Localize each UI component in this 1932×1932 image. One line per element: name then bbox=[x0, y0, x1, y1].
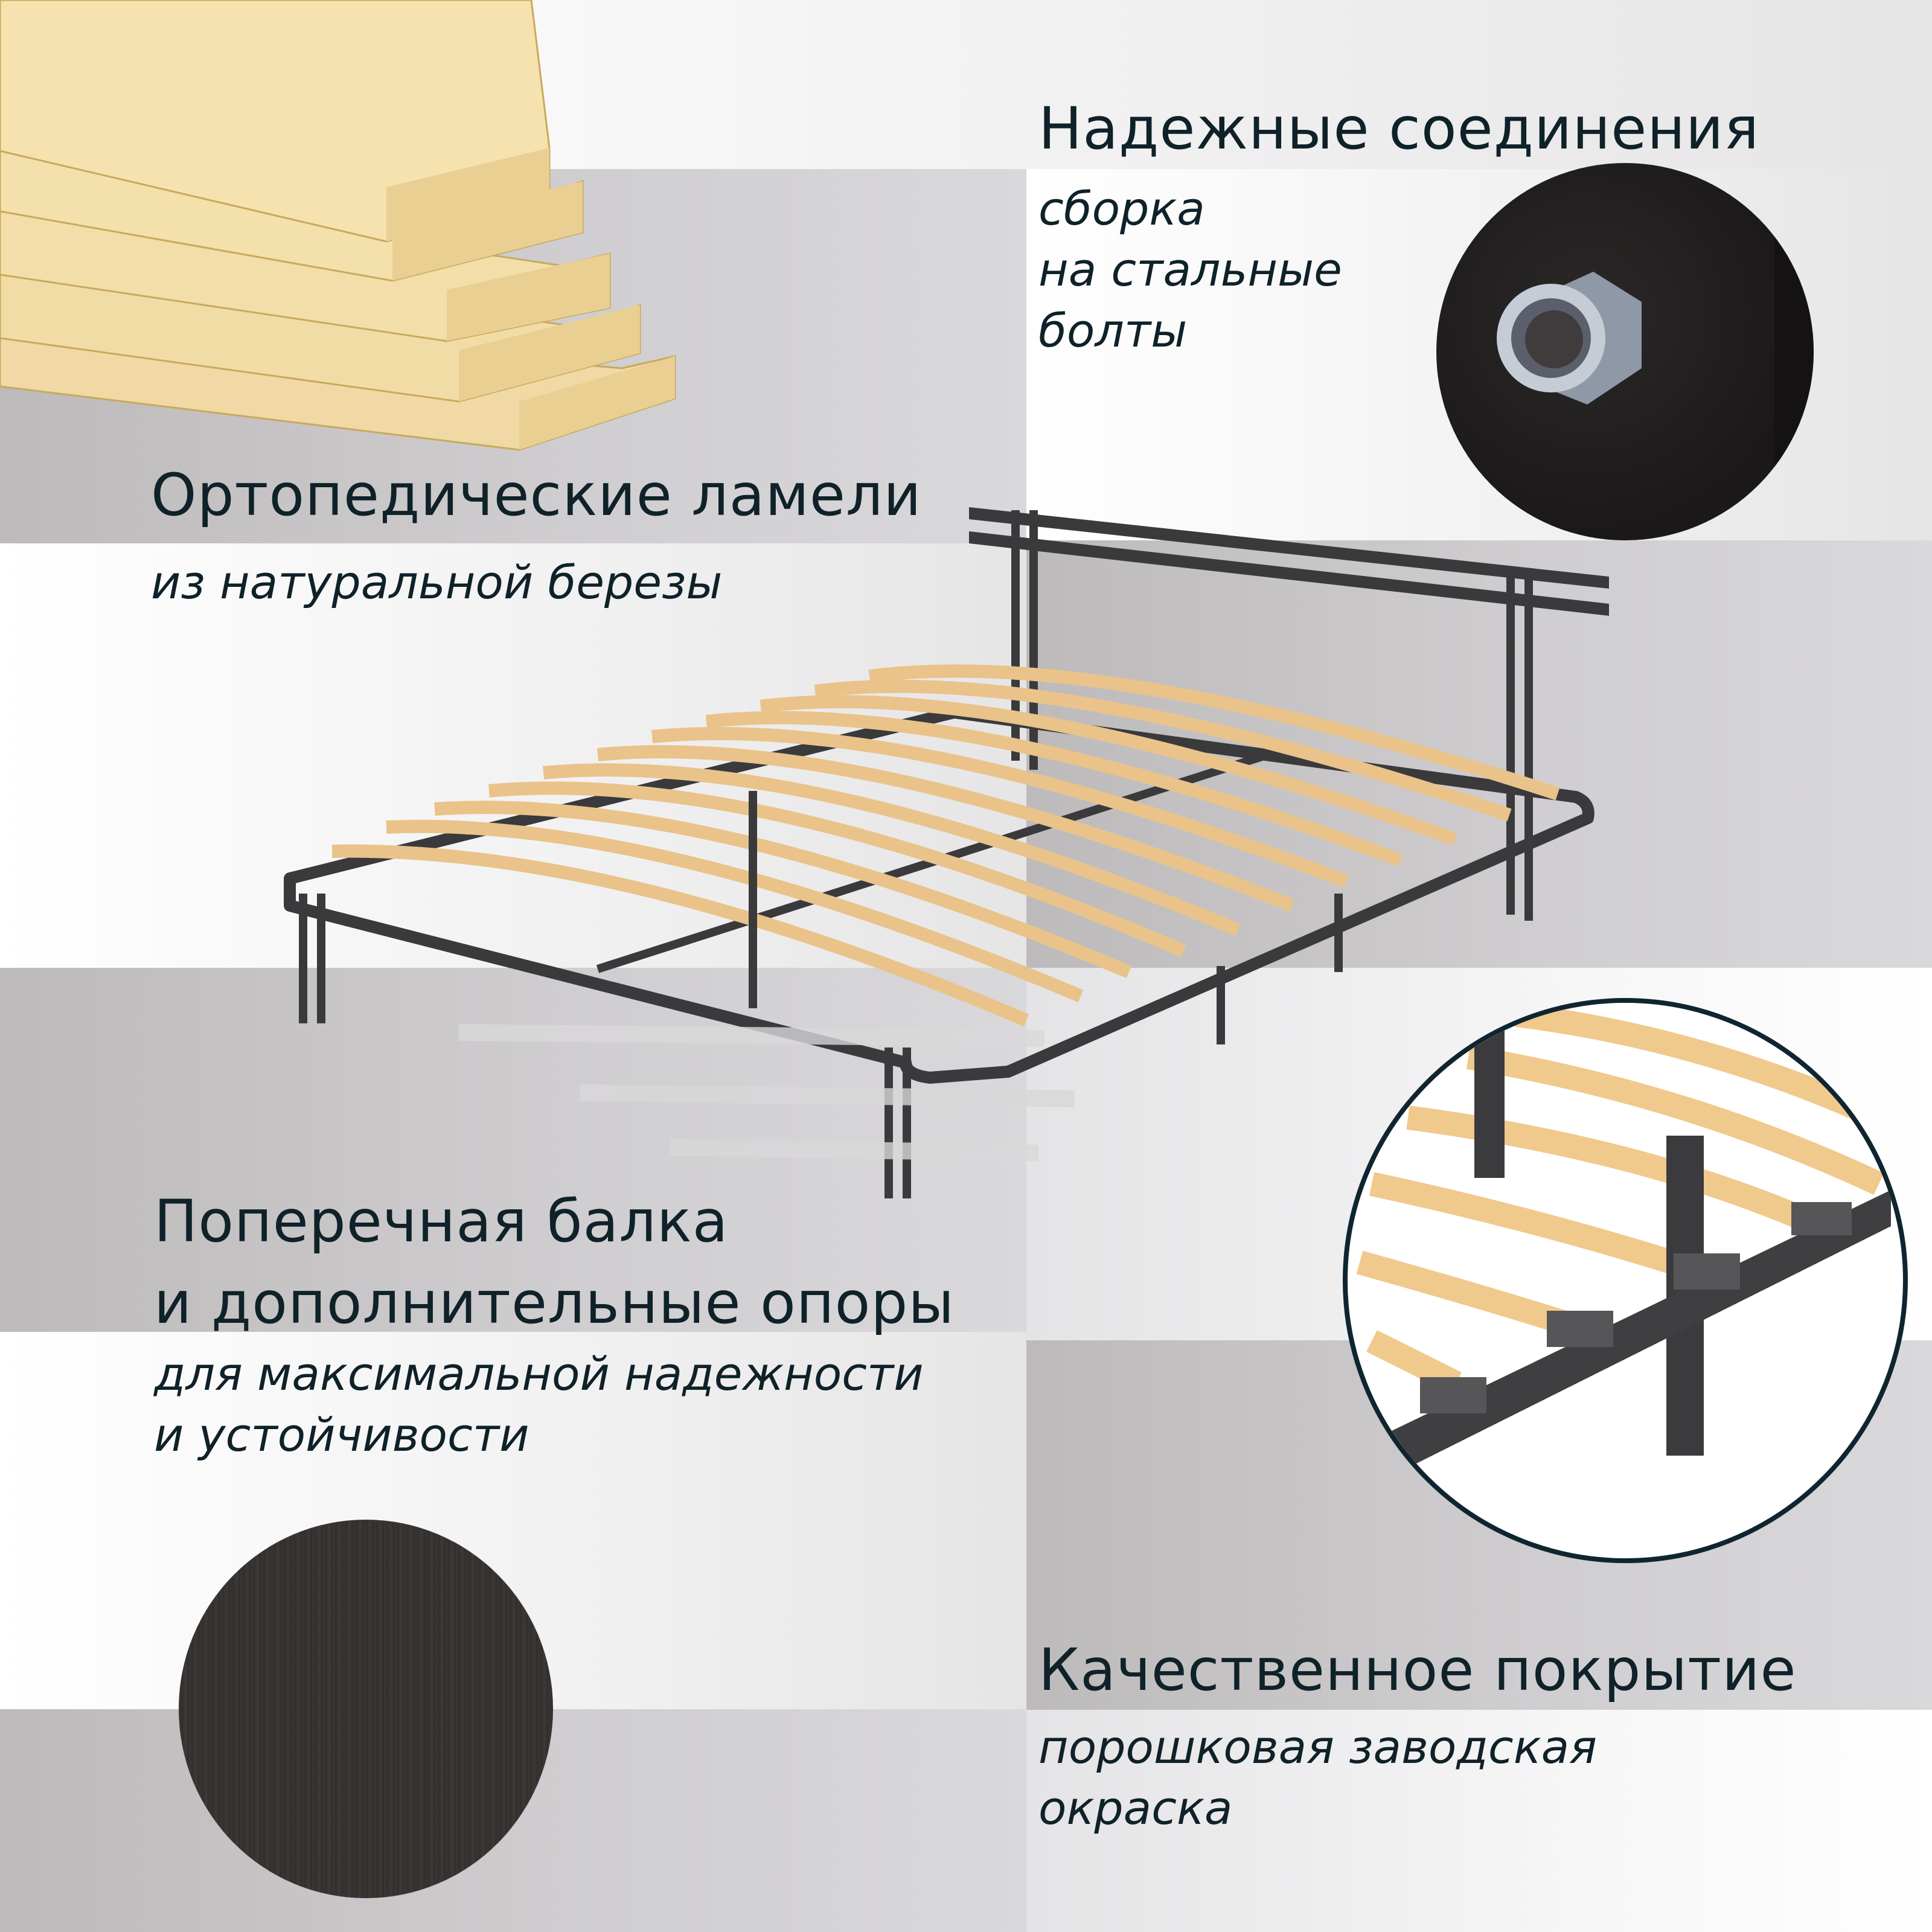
feature-desc-crossbeam-line1: для максимальной надежности bbox=[154, 1347, 924, 1401]
feature-desc-connections-line3: болты bbox=[1038, 304, 1188, 357]
feature-desc-connections-line2: на стальные bbox=[1038, 243, 1342, 296]
feature-desc-coating-line1: порошковая заводская bbox=[1038, 1720, 1597, 1774]
bed-frame-icon bbox=[284, 507, 1609, 1198]
feature-title-slats: Ортопедические ламели bbox=[151, 461, 922, 529]
bg-band bbox=[1026, 1710, 1932, 1932]
bolt-nut-closeup-icon bbox=[1436, 163, 1814, 540]
powder-coating-swatch-icon bbox=[179, 1520, 553, 1898]
feature-desc-coating-line2: окраска bbox=[1038, 1781, 1233, 1835]
frame-detail-closeup-icon bbox=[1343, 998, 1908, 1563]
feature-desc-connections-line1: сборка bbox=[1038, 182, 1205, 235]
feature-desc-slats-line1: из натуральной березы bbox=[151, 555, 723, 609]
feature-title-connections: Надежные соединения bbox=[1038, 95, 1760, 162]
feature-title-coating: Качественное покрытие bbox=[1038, 1636, 1797, 1704]
birch-slats-icon bbox=[0, 0, 676, 451]
feature-title-crossbeam-line2: и дополнительные опоры bbox=[154, 1269, 955, 1337]
bg-band bbox=[0, 543, 1026, 968]
feature-title-crossbeam-line1: Поперечная балка bbox=[154, 1188, 729, 1255]
feature-desc-crossbeam-line2: и устойчивости bbox=[154, 1408, 529, 1462]
